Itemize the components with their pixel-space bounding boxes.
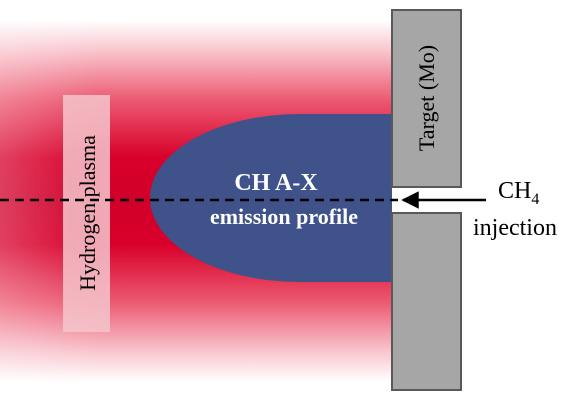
target-lower-block <box>391 212 462 391</box>
plasma-label: Hydrogen plasma <box>75 135 100 291</box>
injection-species-base: CH <box>498 178 531 204</box>
injection-word-label: injection <box>473 215 557 241</box>
emission-profile <box>150 114 392 282</box>
injection-species-sub: 4 <box>531 191 539 208</box>
target-upper-block <box>391 9 462 188</box>
injection-species-label: CH4 <box>498 178 539 208</box>
emission-label-line2: emission profile <box>210 204 358 229</box>
plasma-label-box <box>63 95 110 332</box>
emission-label-line1: CH A-X <box>234 170 318 196</box>
target-label: Target (Mo) <box>414 45 439 151</box>
